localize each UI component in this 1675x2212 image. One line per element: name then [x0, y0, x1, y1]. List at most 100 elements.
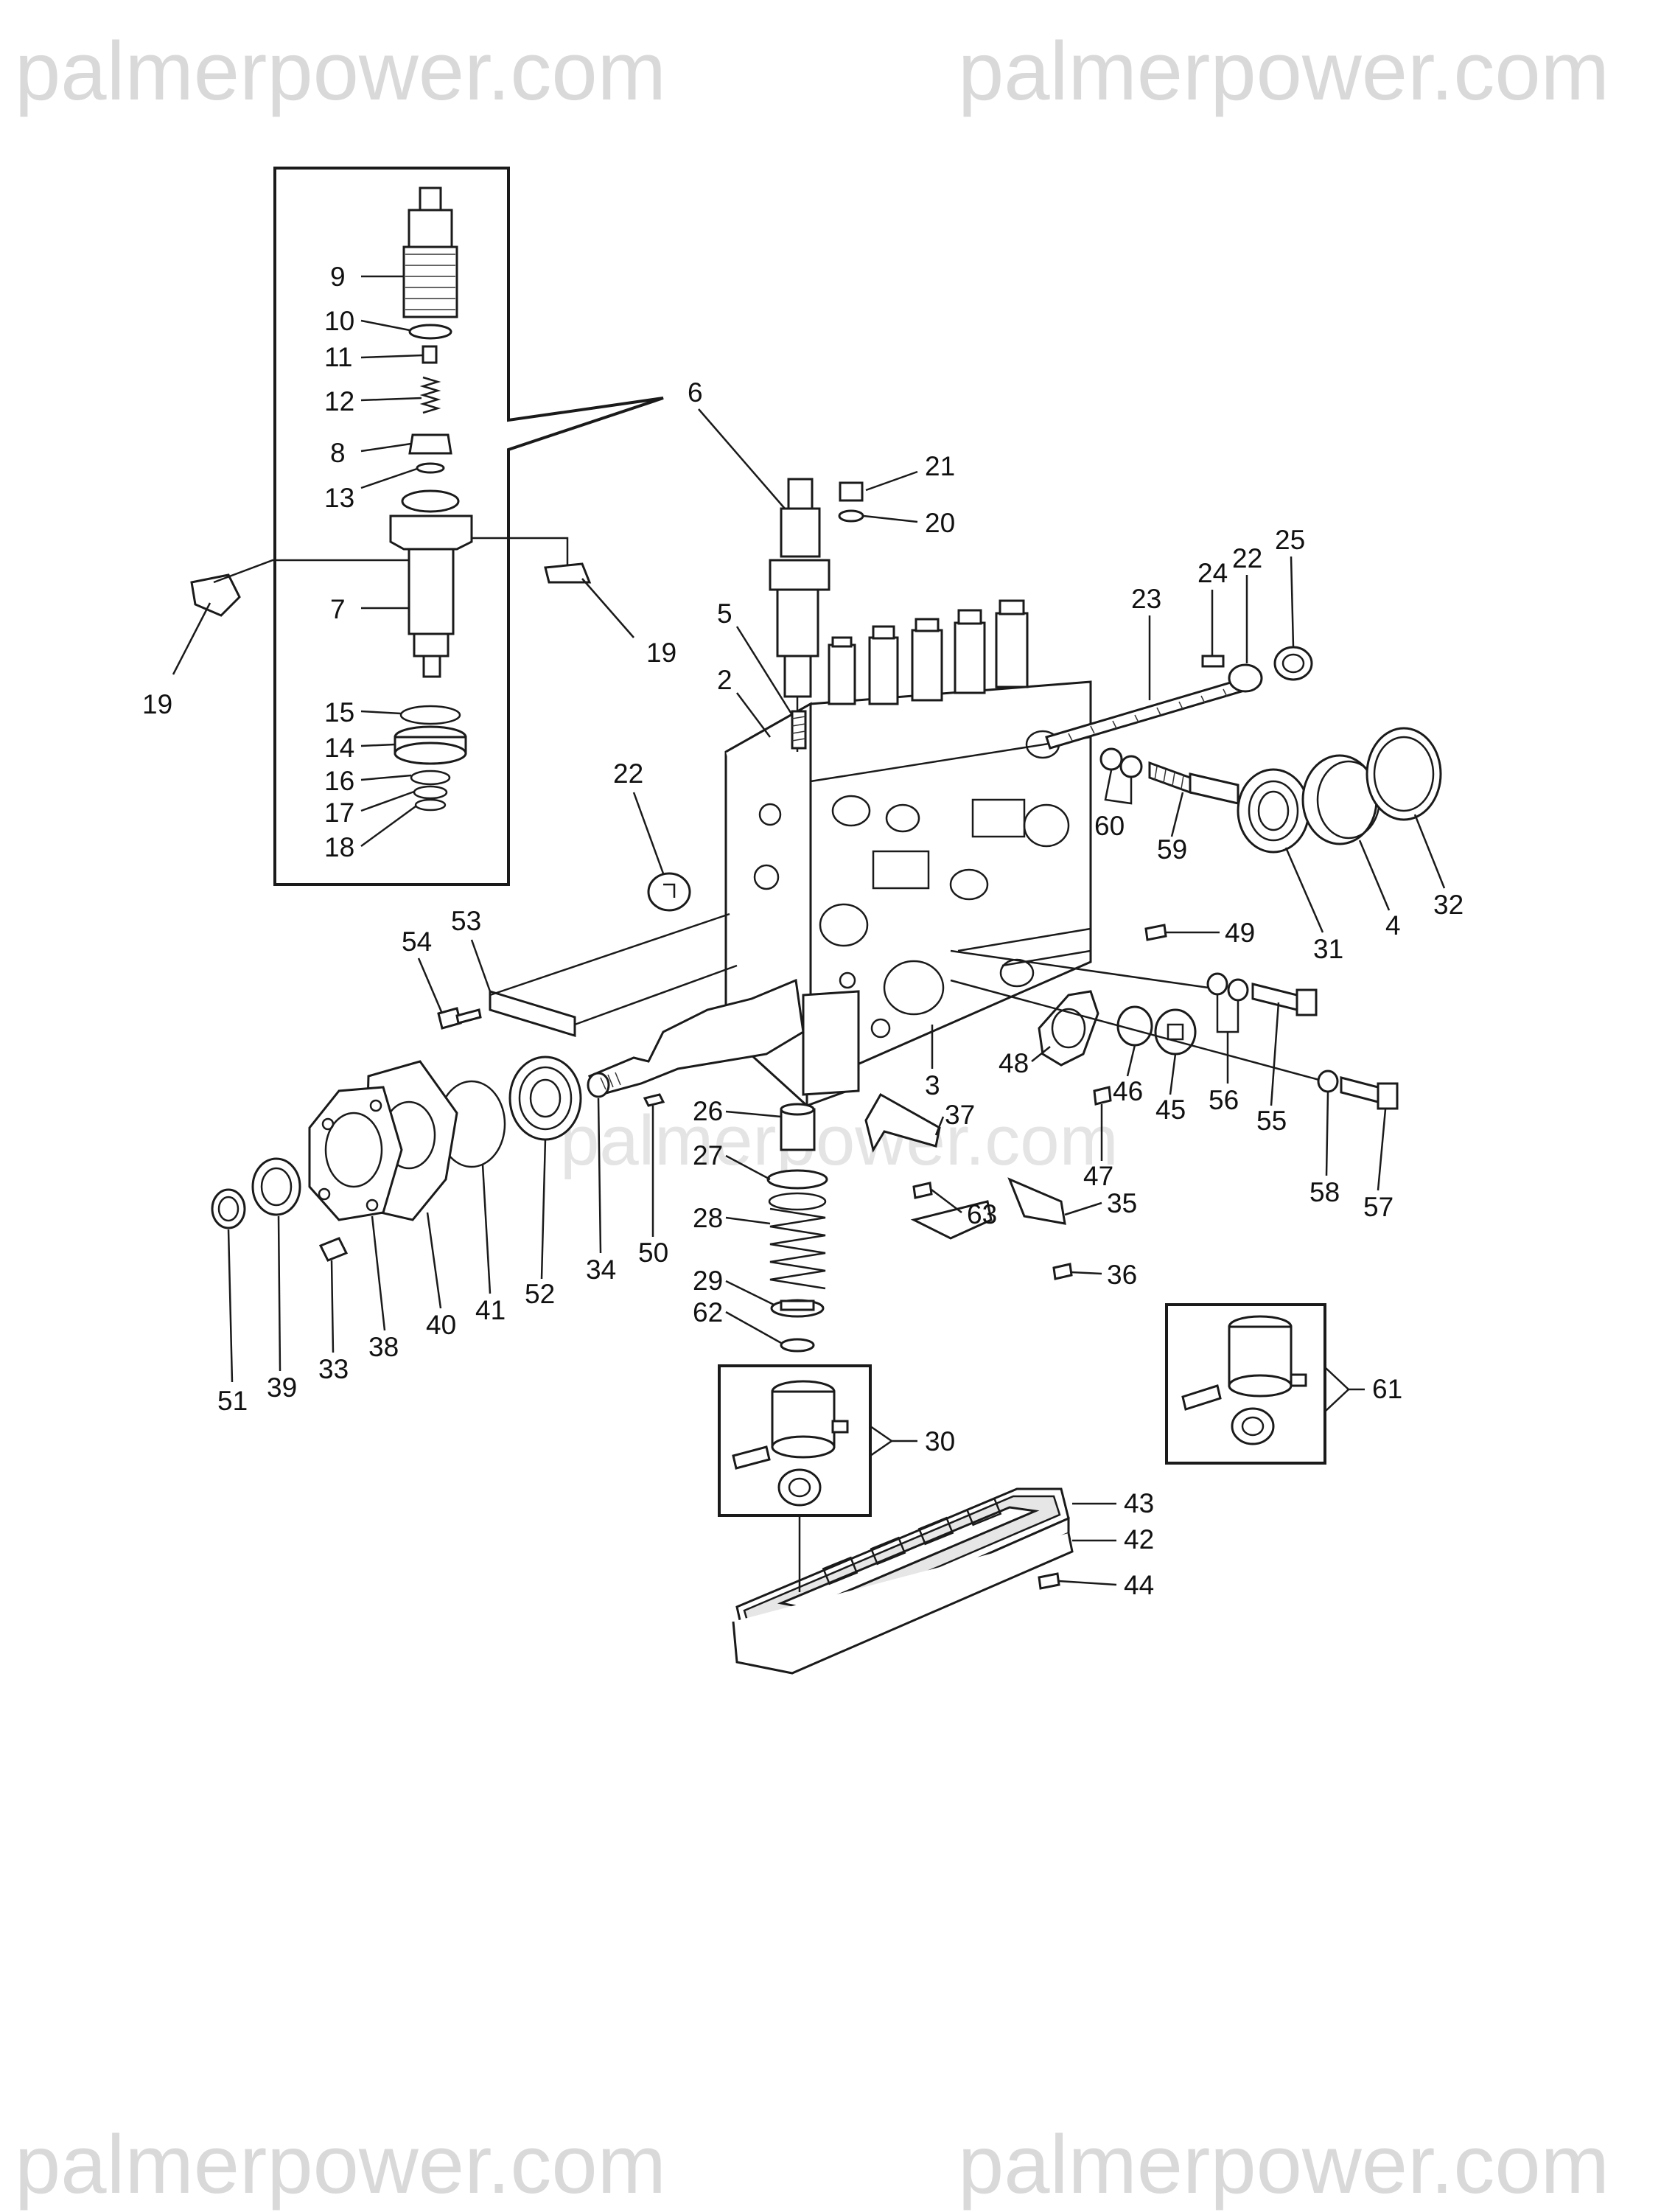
label-54: 54 [402, 927, 432, 957]
flange-38 [308, 1086, 403, 1221]
label-48: 48 [999, 1048, 1029, 1078]
bolt-57 [1340, 1076, 1379, 1103]
washer-58 [1317, 1070, 1339, 1093]
label-22-left: 22 [613, 758, 643, 789]
gasket-10 [408, 324, 452, 340]
label-31: 31 [1313, 934, 1343, 964]
nut-21 [839, 481, 864, 502]
label-24: 24 [1197, 558, 1228, 588]
plug-25 [1273, 646, 1313, 681]
delivery-valve-inset: 9 10 11 12 8 13 7 15 14 16 17 18 [190, 167, 664, 886]
label-22-right: 22 [1232, 543, 1262, 573]
label-62: 62 [693, 1297, 723, 1327]
clamp-19-right [544, 562, 592, 584]
label-19-left: 19 [142, 689, 172, 719]
label-55: 55 [1256, 1106, 1287, 1136]
leader-6 [698, 408, 786, 509]
label-12: 12 [324, 386, 354, 416]
plunger-barrel-part [389, 489, 473, 678]
plate-53 [489, 989, 576, 1038]
label-10: 10 [324, 306, 354, 336]
watermark-center: palmerpower.com [560, 1101, 1119, 1180]
label-44: 44 [1124, 1570, 1154, 1600]
bottom-cover-group [732, 1487, 1074, 1675]
label-60: 60 [1094, 811, 1125, 841]
label-4: 4 [1385, 910, 1401, 941]
bearing-52 [508, 1056, 582, 1141]
label-28: 28 [693, 1203, 723, 1233]
injection-pump-housing [724, 478, 1092, 1108]
label-14: 14 [324, 733, 354, 763]
bearing-31 [1237, 768, 1310, 854]
watermark-bottom-left: palmerpower.com [15, 2118, 666, 2211]
label-2: 2 [717, 665, 732, 695]
bolt-33 [318, 1237, 349, 1262]
watermark-bottom-right: palmerpower.com [958, 2118, 1609, 2211]
watermark-top-right: palmerpower.com [958, 25, 1609, 117]
label-49: 49 [1225, 918, 1255, 948]
delivery-valve-holders-row [828, 599, 1029, 705]
key-50 [643, 1093, 665, 1107]
label-41: 41 [475, 1295, 506, 1325]
label-29: 29 [693, 1266, 723, 1296]
label-50: 50 [638, 1238, 668, 1268]
label-15: 15 [324, 697, 354, 728]
label-17: 17 [324, 798, 354, 828]
label-57: 57 [1363, 1192, 1393, 1222]
label-26: 26 [693, 1096, 723, 1126]
label-21: 21 [925, 451, 955, 481]
label-16: 16 [324, 766, 354, 796]
label-59: 59 [1157, 834, 1187, 865]
label-45: 45 [1155, 1095, 1186, 1125]
label-27: 27 [693, 1140, 723, 1170]
shell-35 [910, 1200, 993, 1240]
spring-seat-11 [422, 345, 438, 364]
ring-18 [414, 798, 447, 812]
label-25: 25 [1275, 525, 1305, 555]
washer-20 [838, 509, 864, 523]
control-rack-group [950, 646, 1442, 1110]
label-35: 35 [1107, 1188, 1137, 1218]
nut-47 [1093, 1086, 1112, 1106]
screw-36 [1052, 1263, 1073, 1280]
spring-12 [419, 376, 441, 414]
delivery-valve-8 [408, 433, 452, 455]
valve-holder-part [402, 186, 458, 318]
label-13: 13 [324, 483, 354, 513]
leader-clamp-left [213, 559, 409, 584]
label-8: 8 [330, 438, 346, 468]
tappet-inset-61 [1165, 1303, 1350, 1465]
label-61: 61 [1372, 1374, 1402, 1404]
label-20: 20 [925, 508, 955, 538]
label-5: 5 [717, 599, 732, 629]
label-33: 33 [318, 1354, 349, 1384]
shim-32 [1365, 727, 1442, 821]
screw-44 [1038, 1572, 1060, 1590]
cover-rect-windows [822, 1497, 1002, 1585]
guide-22 [1228, 663, 1263, 693]
label-32: 32 [1433, 890, 1464, 920]
label-63: 63 [967, 1199, 997, 1229]
screw-63 [912, 1182, 933, 1199]
label-6: 6 [688, 377, 703, 408]
watermark-top-left: palmerpower.com [15, 25, 666, 117]
cover-48 [1038, 990, 1099, 1067]
oring-15 [399, 705, 461, 725]
bolt-55 [1251, 983, 1298, 1011]
pin-24 [1201, 655, 1225, 668]
label-7: 7 [330, 594, 346, 624]
label-53: 53 [451, 906, 481, 936]
label-11: 11 [324, 342, 352, 372]
label-38: 38 [368, 1332, 399, 1362]
label-37: 37 [945, 1100, 975, 1130]
label-39: 39 [267, 1372, 297, 1403]
washer-13 [416, 462, 445, 474]
camshaft-34 [587, 978, 805, 1096]
label-30: 30 [925, 1426, 955, 1456]
label-19-right: 19 [646, 638, 676, 668]
label-9: 9 [330, 262, 346, 292]
plug-45 [1154, 1008, 1197, 1056]
label-47: 47 [1083, 1161, 1113, 1191]
label-18: 18 [324, 832, 354, 862]
label-34: 34 [586, 1255, 616, 1285]
